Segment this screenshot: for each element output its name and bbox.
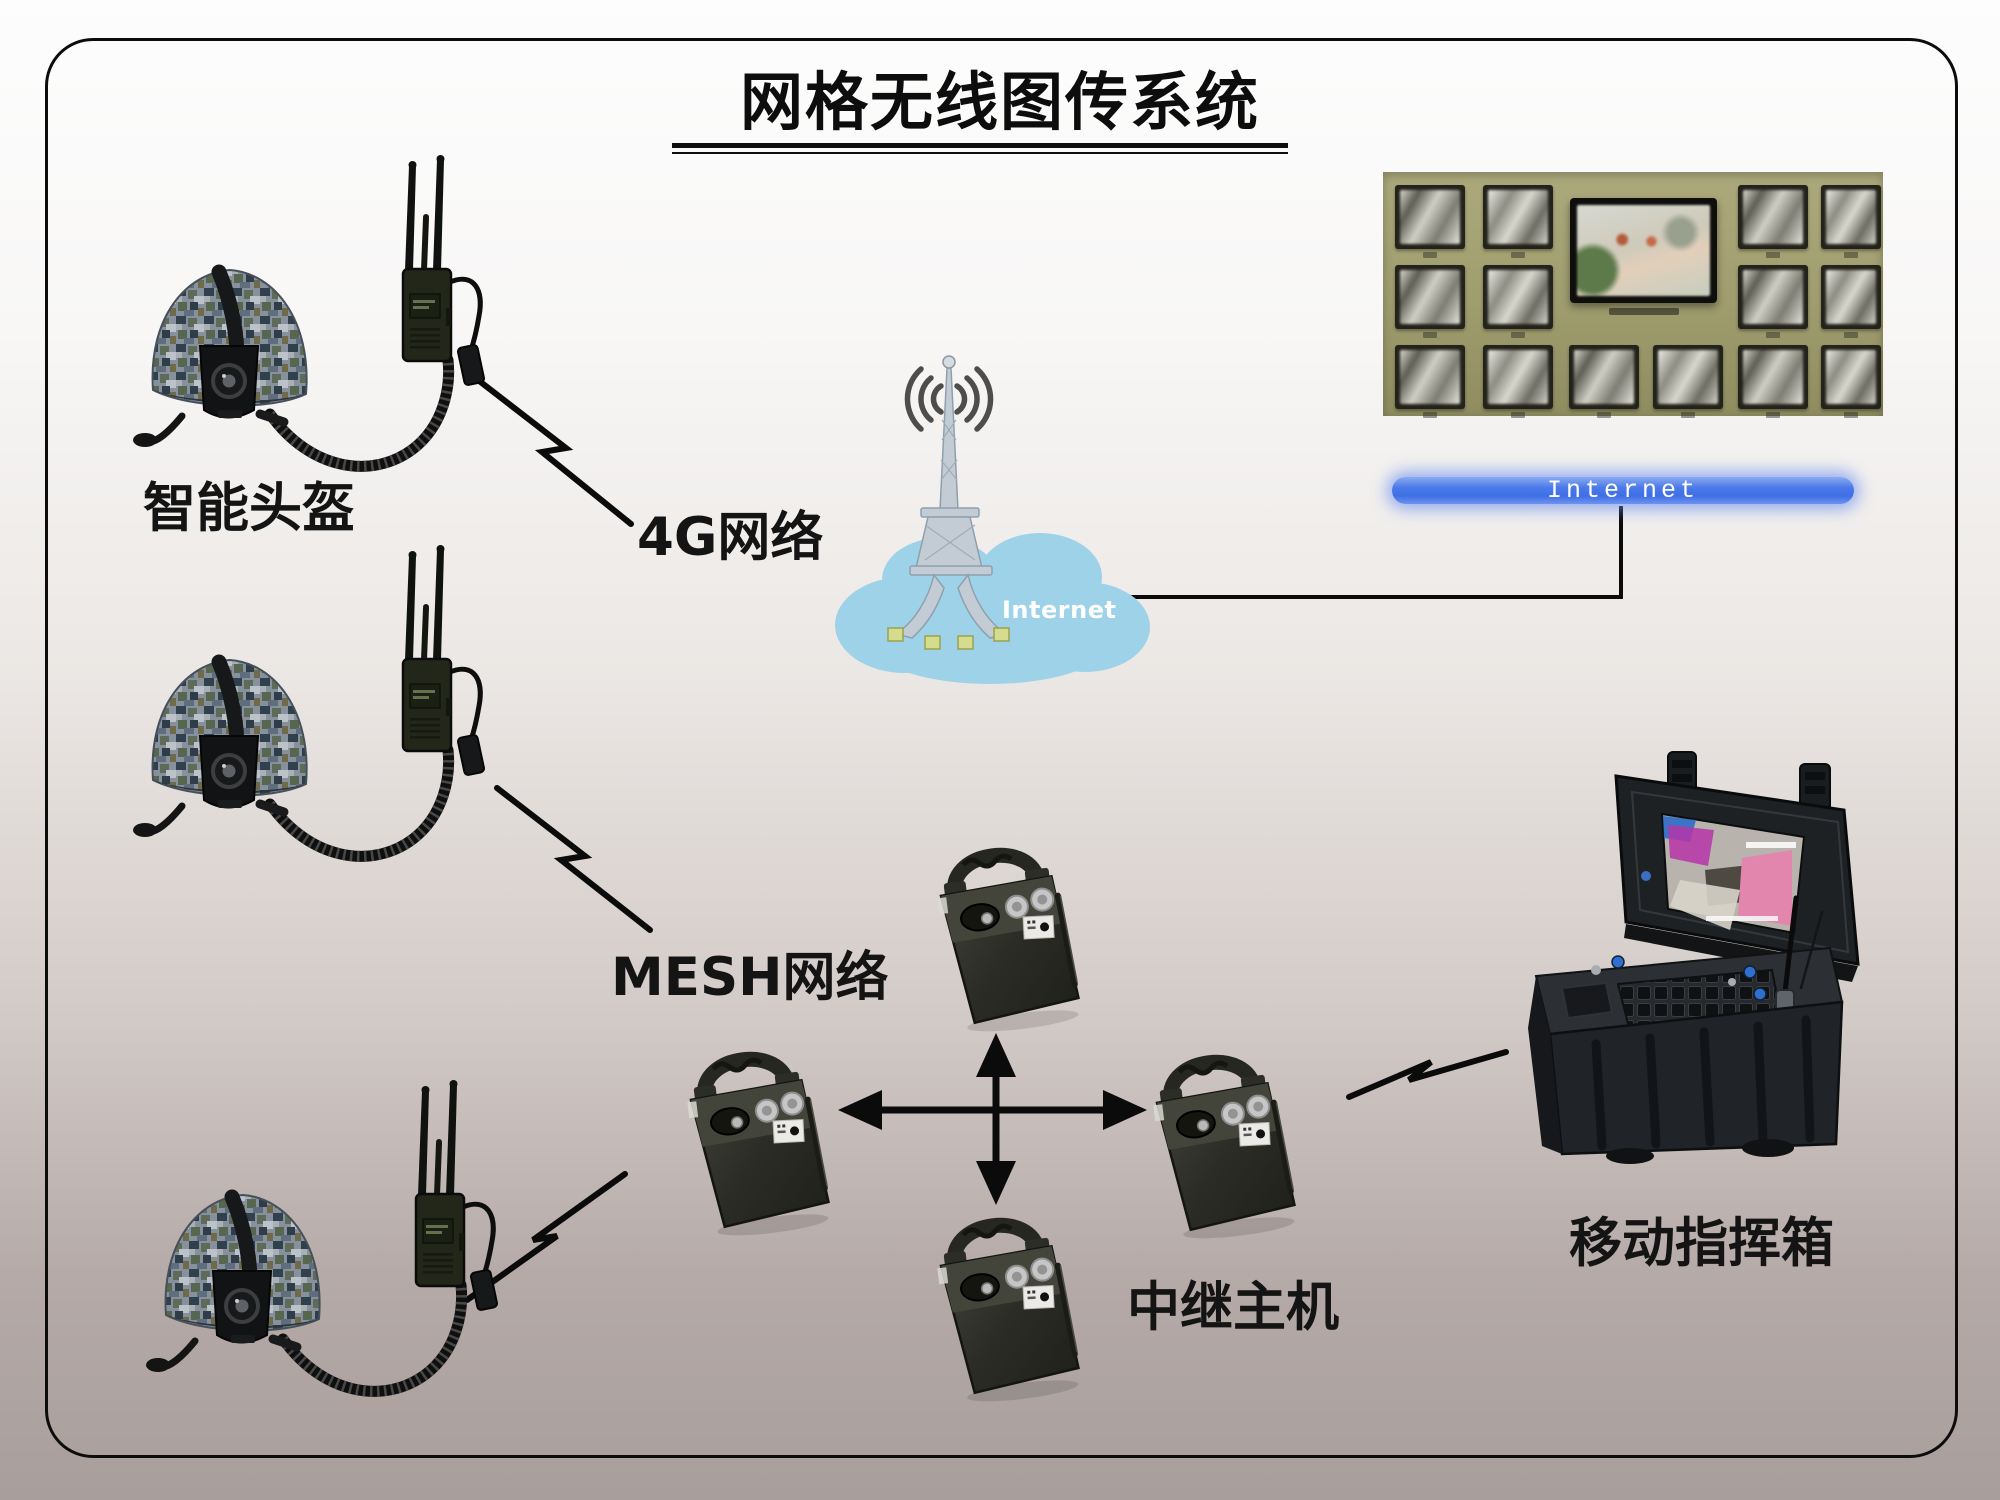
internet-cloud-label: Internet (1002, 596, 1117, 624)
smart-helmet-unit-1 (120, 148, 520, 488)
relay-device-top (914, 824, 1104, 1034)
cctv-monitor (1569, 345, 1639, 409)
cctv-monitor (1395, 185, 1465, 249)
cctv-monitor (1483, 185, 1553, 249)
lightning-link-mesh-1 (494, 785, 653, 933)
cctv-monitor (1738, 345, 1808, 409)
lightning-link-case (1346, 1049, 1509, 1100)
cctv-monitor (1738, 185, 1808, 249)
main-monitor (1570, 198, 1717, 303)
smart-helmet-unit-2 (120, 538, 520, 878)
cctv-monitor (1653, 345, 1723, 409)
title-underline-thick (672, 143, 1288, 148)
internet-cloud-icon (835, 533, 1150, 684)
cctv-monitor (1483, 345, 1553, 409)
monitor-wall-image (1383, 172, 1883, 416)
label-mesh-network: MESH网络 (611, 947, 889, 1008)
radio-waves-icon (904, 366, 994, 432)
page-title: 网格无线图传系统 (740, 66, 1260, 139)
internet-bar: Internet (1392, 477, 1854, 504)
cloud-to-bar-line (1113, 506, 1623, 599)
cctv-monitor (1821, 265, 1881, 329)
title-underline-thin (672, 152, 1288, 154)
label-relay-host: 中继主机 (1127, 1277, 1339, 1338)
cctv-monitor (1395, 265, 1465, 329)
lightning-link-4g (475, 377, 634, 527)
cctv-monitor (1821, 185, 1881, 249)
label-mobile-command-case: 移动指挥箱 (1569, 1213, 1834, 1274)
cctv-monitor (1483, 265, 1553, 329)
smart-helmet-unit-3 (133, 1073, 533, 1413)
cctv-monitor (1821, 345, 1881, 409)
command-case-icon (1528, 751, 1860, 1164)
lightning-link-mesh-2 (464, 1171, 628, 1303)
relay-device-left (664, 1028, 854, 1238)
mesh-cross-arrows-icon (838, 1033, 1147, 1205)
relay-device-right (1130, 1031, 1320, 1241)
label-smart-helmet: 智能头盔 (143, 478, 355, 539)
radio-tower-icon (887, 355, 1010, 650)
cctv-monitor (1395, 345, 1465, 409)
relay-device-bottom (914, 1194, 1104, 1404)
internet-bar-label: Internet (1546, 476, 1700, 505)
cctv-monitor (1738, 265, 1808, 329)
label-4g-network: 4G网络 (637, 507, 824, 568)
